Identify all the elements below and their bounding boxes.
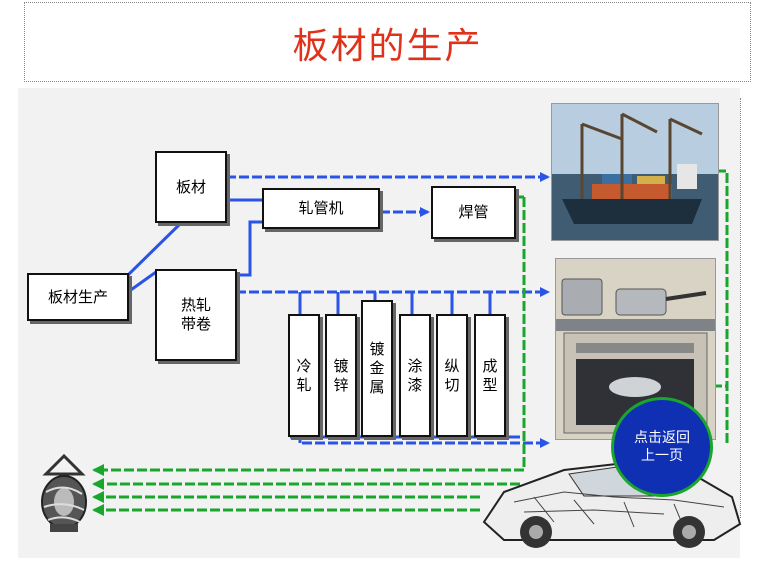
node-plate: 板材 xyxy=(155,151,227,223)
process-painting: 涂漆 xyxy=(399,314,431,437)
process-forming: 成型 xyxy=(474,314,506,437)
node-label: 轧管机 xyxy=(298,199,344,218)
node-welded-pipe: 焊管 xyxy=(431,186,516,239)
button-label-line2: 上一页 xyxy=(641,448,683,464)
process-galvanizing: 镀锌 xyxy=(325,314,357,437)
process-metal-plating: 镀金属 xyxy=(361,300,393,437)
process-slitting: 纵切 xyxy=(436,314,468,437)
process-cold-rolling: 冷轧 xyxy=(288,314,320,437)
node-label: 板材生产 xyxy=(47,287,108,306)
title-frame: 板材的生产 xyxy=(24,2,751,82)
node-hot-rolled-coil: 热轧 带卷 xyxy=(155,269,237,361)
node-pipe-mill: 轧管机 xyxy=(262,188,380,229)
coiled-metal-icon xyxy=(36,452,92,536)
kitchen-stove-image xyxy=(555,258,716,440)
cargo-ship-image xyxy=(551,103,719,241)
button-label-line1: 点击返回 xyxy=(634,429,690,446)
node-label: 热轧 xyxy=(180,296,211,315)
node-label: 板材 xyxy=(175,177,206,196)
panel-edge-divider xyxy=(740,98,742,518)
node-label: 焊管 xyxy=(458,203,489,222)
line-prod-to-hotroll xyxy=(127,270,157,294)
line-hotroll-to-mill xyxy=(236,220,262,277)
node-label: 带卷 xyxy=(180,315,211,333)
line-prod-to-plate xyxy=(126,220,184,277)
node-plate-production: 板材生产 xyxy=(27,273,129,321)
return-previous-page-button[interactable]: 点击返回 上一页 xyxy=(611,397,713,497)
page-title: 板材的生产 xyxy=(292,26,483,67)
